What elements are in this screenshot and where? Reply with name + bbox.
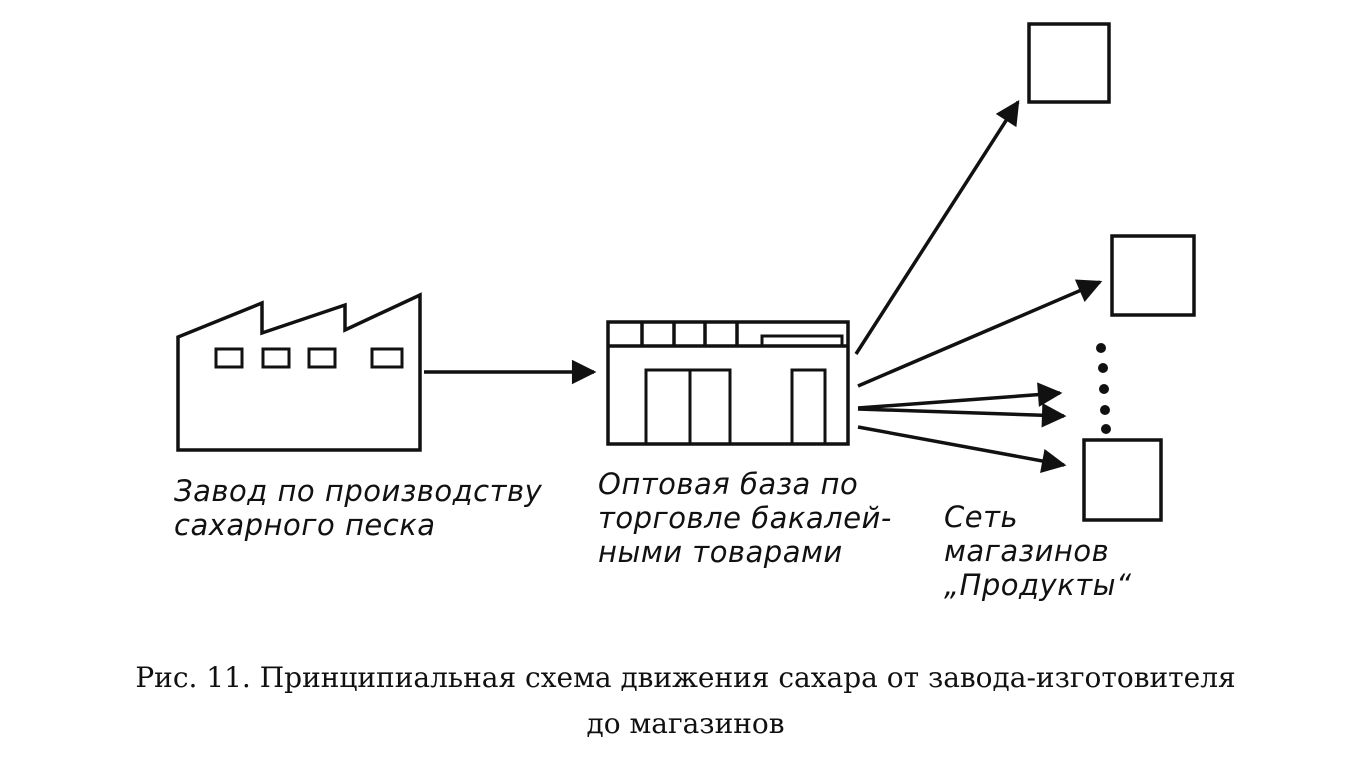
- factory-window: [214, 347, 244, 369]
- warehouse-sign: [760, 334, 844, 348]
- arrow-warehouse-to-shops: [857, 403, 1067, 428]
- warehouse-door: [790, 368, 827, 446]
- shop-box: [1110, 234, 1196, 317]
- shops-label-line: „Продукты“: [944, 568, 1132, 602]
- factory-window: [307, 347, 337, 369]
- warehouse-icon: [606, 320, 850, 446]
- caption-line-2: до магазинов: [586, 707, 785, 740]
- factory-label: Завод по производству сахарного песка: [174, 474, 542, 542]
- warehouse-label: Оптовая база по торговле бакалей- ными т…: [598, 467, 892, 569]
- arrow-warehouse-to-shops: [857, 382, 1063, 410]
- warehouse-gate: [644, 368, 732, 446]
- arrow-warehouse-to-shop-3: [857, 425, 1067, 474]
- caption-line-1: Рис. 11. Принципиальная схема движения с…: [135, 661, 1236, 694]
- factory-icon: [176, 292, 422, 452]
- arrow-warehouse-to-shop-2: [857, 279, 1103, 388]
- shops-label: Сеть магазинов „Продукты“: [944, 500, 1132, 602]
- shop-icons: [1027, 22, 1196, 522]
- shop-box: [1027, 22, 1111, 104]
- factory-label-line: сахарного песка: [174, 508, 436, 542]
- ellipsis-dots: [1096, 343, 1111, 434]
- factory-window: [370, 347, 404, 369]
- figure-caption: Рис. 11. Принципиальная схема движения с…: [0, 655, 1371, 747]
- shops-label-line: Сеть: [944, 500, 1019, 534]
- arrow-warehouse-to-shop-1: [854, 99, 1020, 355]
- warehouse-label-line: торговле бакалей-: [598, 501, 892, 535]
- shop-box: [1082, 438, 1163, 522]
- warehouse-label-line: Оптовая база по: [598, 467, 859, 501]
- shops-label-line: магазинов: [944, 534, 1110, 568]
- factory-label-line: Завод по производству: [174, 474, 543, 508]
- warehouse-label-line: ными товарами: [598, 535, 843, 569]
- factory-window: [261, 347, 291, 369]
- supply-chain-diagram: [176, 22, 1196, 522]
